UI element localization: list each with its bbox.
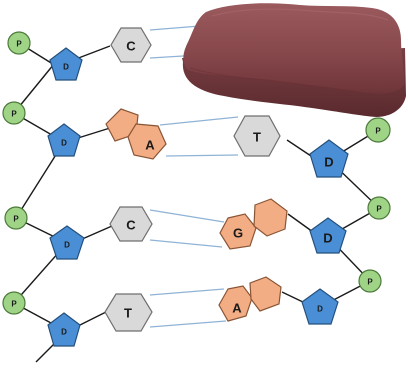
phosphate-left-4: P xyxy=(2,291,26,315)
sugar-left-4: D xyxy=(47,312,81,347)
phosphate-label: P xyxy=(375,127,381,136)
sugar-left-3: D xyxy=(49,225,85,260)
base-label: G xyxy=(233,226,243,241)
base-a-2: A xyxy=(218,276,282,322)
sugar-label: D xyxy=(323,231,332,246)
base-label: C xyxy=(126,39,136,54)
sugar-right-1: D xyxy=(309,139,349,178)
sugar-label: D xyxy=(61,328,67,337)
base-g-1: G xyxy=(219,198,288,250)
sugar-right-2: D xyxy=(309,217,347,254)
base-label: A xyxy=(232,301,242,316)
base-c-1: C xyxy=(110,27,152,63)
base-label: T xyxy=(253,130,261,145)
sugar-label: D xyxy=(64,241,70,250)
phosphate-left-3: P xyxy=(4,206,28,230)
base-c-2: C xyxy=(109,206,153,242)
sugar-label: D xyxy=(63,63,69,72)
phosphate-label: P xyxy=(376,205,382,214)
phosphate-right-3: P xyxy=(358,269,382,293)
liver-blob-image xyxy=(182,3,406,117)
sugar-left-2: D xyxy=(47,123,81,157)
sugar-label: D xyxy=(317,305,323,314)
phosphate-right-2: P xyxy=(367,196,391,220)
phosphate-label: P xyxy=(11,300,17,309)
phosphate-right-1: P xyxy=(365,117,391,143)
sugar-label: D xyxy=(324,155,333,170)
left-backbone xyxy=(13,42,68,363)
phosphate-label: P xyxy=(367,278,373,287)
base-t-1: T xyxy=(233,115,281,157)
phosphate-left-1: P xyxy=(7,31,31,55)
base-a-1: A xyxy=(105,108,167,160)
sugar-right-3: D xyxy=(301,288,339,325)
phosphate-left-2: P xyxy=(2,101,26,125)
phosphate-label: P xyxy=(11,110,17,119)
base-label: C xyxy=(126,218,136,233)
base-t-2: T xyxy=(104,293,153,332)
base-label: A xyxy=(145,138,155,153)
sugar-left-1: D xyxy=(49,47,83,81)
phosphate-label: P xyxy=(13,215,19,224)
base-label: T xyxy=(124,306,132,321)
sugar-label: D xyxy=(61,139,67,148)
phosphate-label: P xyxy=(16,40,22,49)
